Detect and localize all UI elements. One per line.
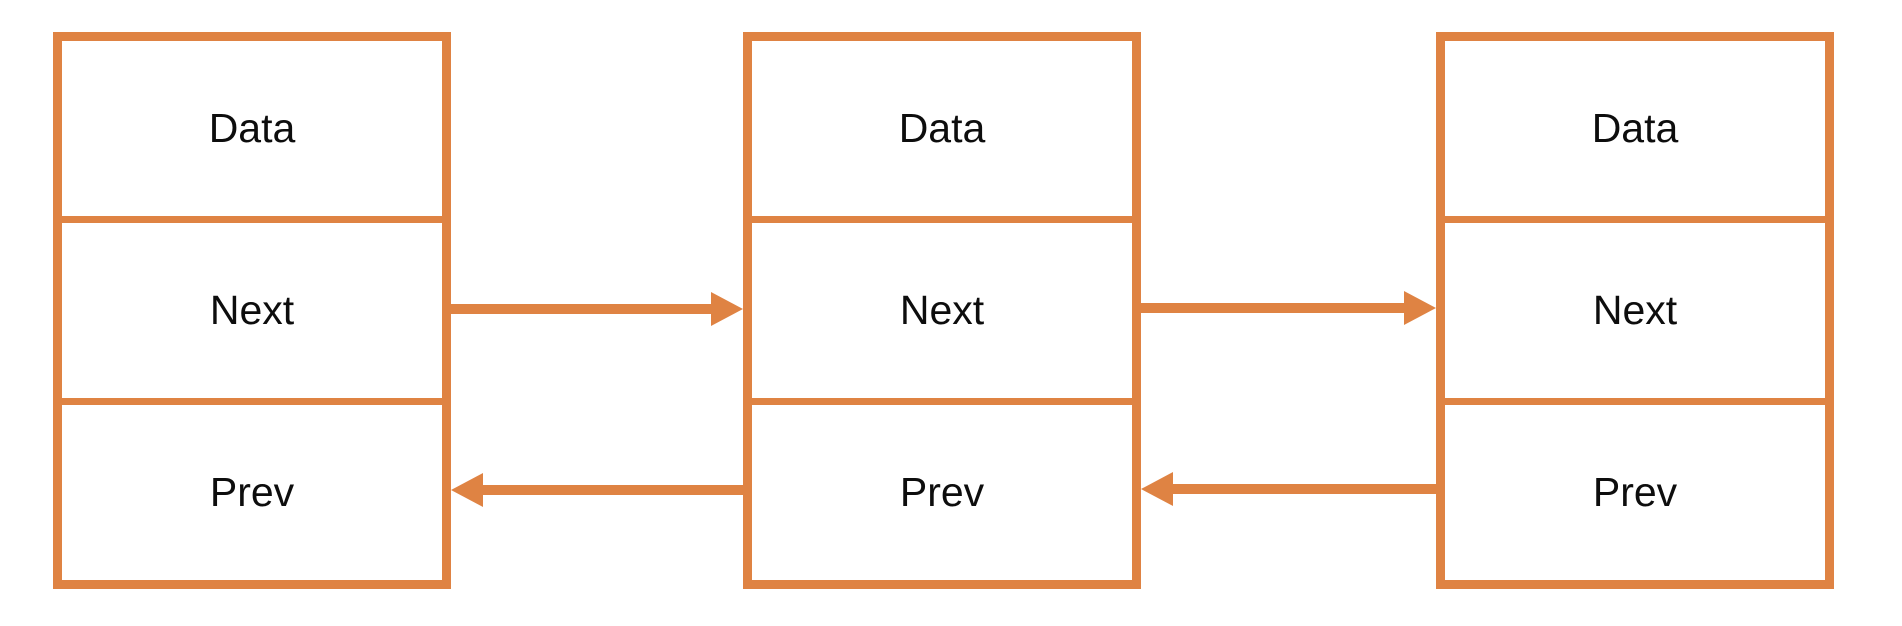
next-pointer-arrow-1 (451, 292, 743, 326)
linked-list-node-3: Data Next Prev (1436, 32, 1834, 589)
node-3-data-cell: Data (1445, 41, 1825, 216)
arrow-shaft (451, 304, 719, 314)
node-3-prev-cell: Prev (1445, 398, 1825, 580)
arrow-head-right-icon (711, 292, 743, 326)
node-3-next-cell: Next (1445, 216, 1825, 398)
next-label: Next (209, 287, 295, 333)
node-2-prev-cell: Prev (752, 398, 1132, 580)
data-label: Data (1591, 105, 1679, 151)
arrow-head-right-icon (1404, 291, 1436, 325)
next-label: Next (1592, 287, 1678, 333)
prev-label: Prev (899, 469, 985, 515)
linked-list-node-2: Data Next Prev (743, 32, 1141, 589)
arrow-shaft (475, 485, 743, 495)
arrow-shaft (1165, 484, 1436, 494)
next-pointer-arrow-2 (1141, 291, 1436, 325)
prev-pointer-arrow-1 (451, 473, 743, 507)
arrow-head-left-icon (1141, 472, 1173, 506)
data-label: Data (898, 105, 986, 151)
node-2-data-cell: Data (752, 41, 1132, 216)
linked-list-node-1: Data Next Prev (53, 32, 451, 589)
node-1-data-cell: Data (62, 41, 442, 216)
prev-pointer-arrow-2 (1141, 472, 1436, 506)
next-label: Next (899, 287, 985, 333)
arrow-shaft (1141, 303, 1412, 313)
data-label: Data (208, 105, 296, 151)
node-1-prev-cell: Prev (62, 398, 442, 580)
arrow-head-left-icon (451, 473, 483, 507)
prev-label: Prev (1592, 469, 1678, 515)
node-2-next-cell: Next (752, 216, 1132, 398)
node-1-next-cell: Next (62, 216, 442, 398)
prev-label: Prev (209, 469, 295, 515)
